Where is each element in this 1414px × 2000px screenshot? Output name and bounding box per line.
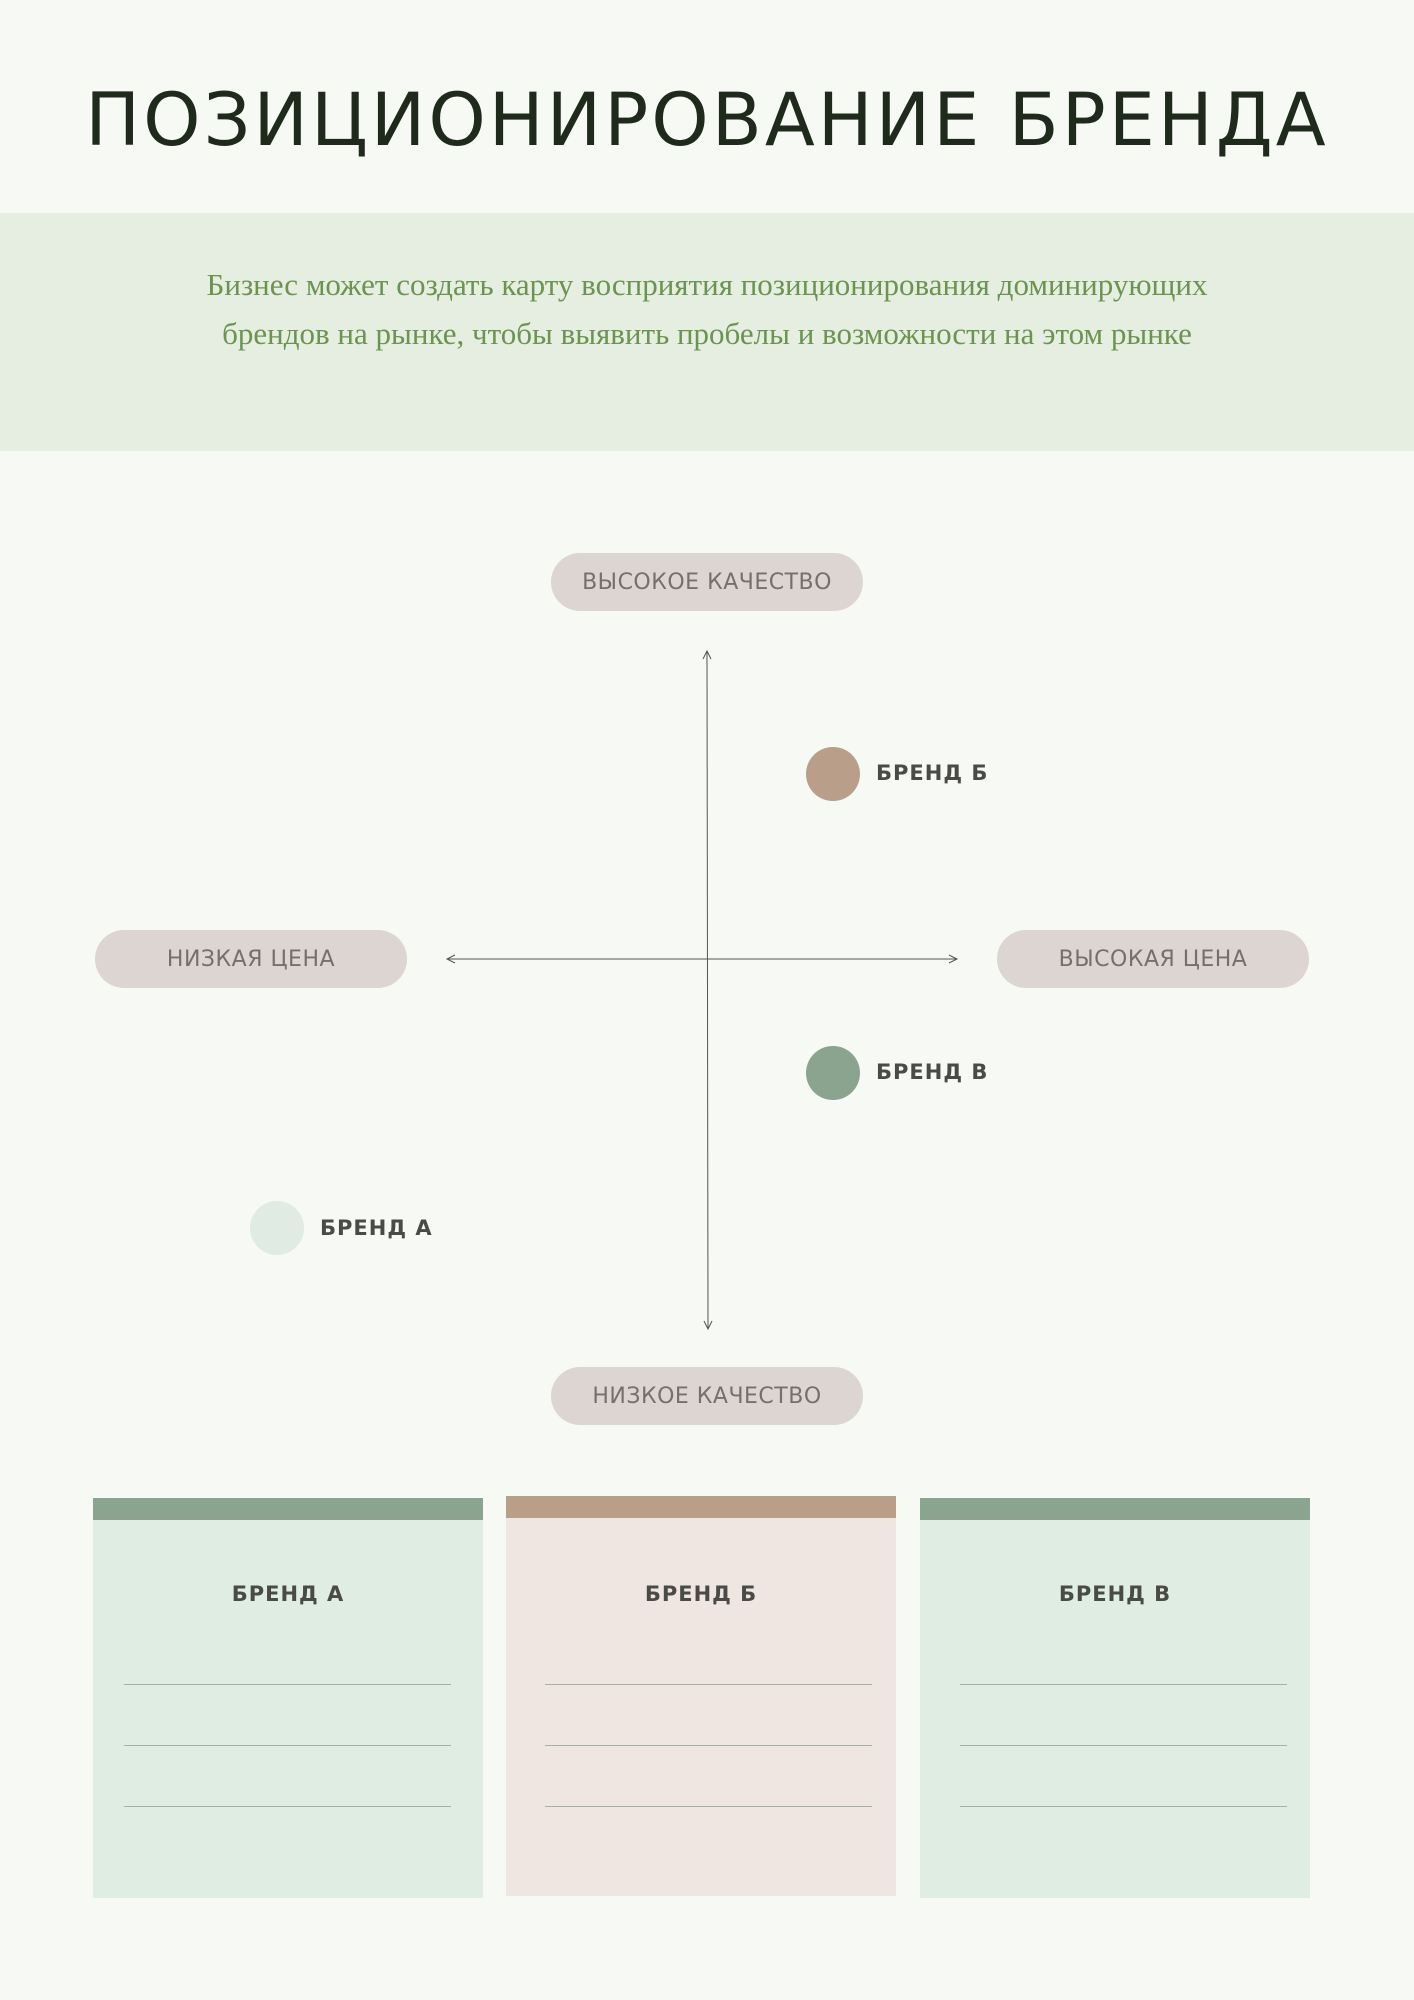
card-line (960, 1684, 1287, 1685)
intro-band (0, 213, 1414, 451)
brand-v-label: БРЕНД В (876, 1060, 989, 1084)
card-line (545, 1806, 872, 1807)
card-line (545, 1745, 872, 1746)
card-line (960, 1806, 1287, 1807)
card-line (960, 1745, 1287, 1746)
brand-a-card: БРЕНД А (93, 1498, 483, 1898)
arrow-down-icon (703, 1320, 713, 1331)
card-header-bar (93, 1498, 483, 1520)
card-line (124, 1745, 451, 1746)
axis-label-high-price: ВЫСОКАЯ ЦЕНА (997, 930, 1309, 988)
intro-text: Бизнес может создать карту восприятия по… (206, 267, 1208, 351)
arrow-up-icon (702, 649, 712, 660)
axis-label-low-quality: НИЗКОЕ КАЧЕСТВО (551, 1367, 863, 1425)
card-title: БРЕНД В (1058, 1582, 1172, 1606)
card-header-bar (920, 1498, 1310, 1520)
axis-label-low-price: НИЗКАЯ ЦЕНА (95, 930, 407, 988)
card-line (124, 1684, 451, 1685)
brand-v-card: БРЕНД В (920, 1498, 1310, 1898)
vertical-axis (706, 651, 709, 1330)
arrow-right-icon (948, 954, 959, 964)
card-header-bar (506, 1496, 896, 1518)
brand-v-marker (806, 1046, 860, 1100)
brand-b-label: БРЕНД Б (876, 761, 989, 785)
page-title: ПОЗИЦИОНИРОВАНИЕ БРЕНДА (85, 78, 1329, 163)
brand-a-label: БРЕНД А (320, 1216, 433, 1240)
brand-a-marker (250, 1201, 304, 1255)
brand-b-marker (806, 747, 860, 801)
card-line (124, 1806, 451, 1807)
axis-label-high-quality: ВЫСОКОЕ КАЧЕСТВО (551, 553, 863, 611)
card-title: БРЕНД А (231, 1582, 345, 1606)
arrow-left-icon (445, 954, 456, 964)
brand-b-card: БРЕНД Б (506, 1496, 896, 1896)
card-title: БРЕНД Б (644, 1582, 758, 1606)
card-line (545, 1684, 872, 1685)
